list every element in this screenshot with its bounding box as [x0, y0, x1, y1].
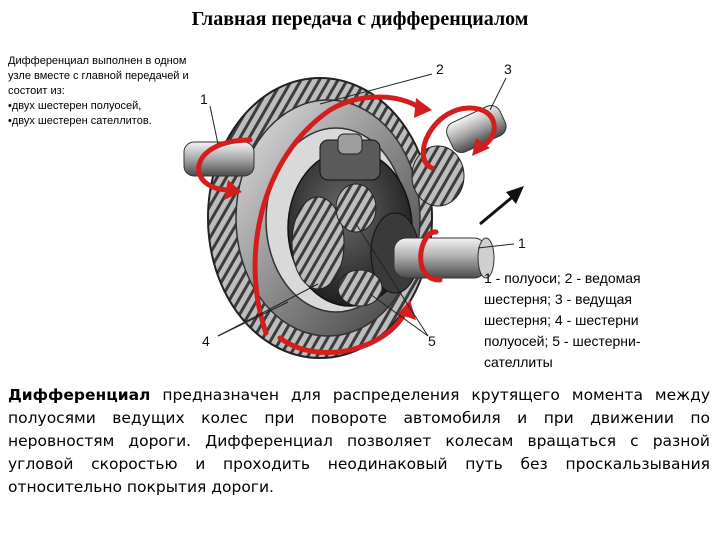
legend-line: полуосей; 5 - шестерни-: [484, 333, 641, 349]
intro-line: узле вместе с главной передачей и: [8, 70, 189, 82]
arrow-heads: [224, 98, 490, 320]
drive-pinion: [411, 105, 507, 207]
differential-diagram: 1 2 3 1 4 5: [183, 61, 526, 359]
label-1-left: 1: [200, 91, 208, 107]
label-1-right: 1: [518, 235, 526, 251]
intro-text: Дифференциал выполнен в одном узле вмест…: [8, 54, 230, 129]
legend-text: 1 - полуоси; 2 - ведомая шестерня; 3 - в…: [484, 268, 694, 373]
rotation-arrows: [196, 94, 497, 355]
satellite-gear: [335, 183, 383, 307]
legend-line: шестерня; 4 - шестерни: [484, 312, 639, 328]
legend-line: 1 - полуоси; 2 - ведомая: [484, 270, 641, 286]
label-3: 3: [504, 61, 512, 77]
intro-line: Дифференциал выполнен в одном: [8, 55, 187, 67]
direction-arrow: [479, 186, 524, 226]
side-gear-left: [291, 196, 345, 290]
half-shaft-right: [393, 237, 495, 279]
label-5: 5: [428, 333, 436, 349]
page-title: Главная передача с дифференциалом: [191, 8, 529, 30]
description-text: предназначен для распределения крутящего…: [8, 386, 710, 496]
intro-line: состоит из:: [8, 85, 65, 97]
leader-lines: [209, 73, 515, 337]
description-paragraph: Дифференциал предназначен для распределе…: [8, 384, 710, 499]
half-shaft-left: [183, 141, 255, 177]
label-2: 2: [436, 61, 444, 77]
intro-line: •двух шестерен полуосей,: [8, 100, 142, 112]
legend-line: сателлиты: [484, 354, 553, 370]
description-term: Дифференциал: [8, 386, 151, 404]
label-4: 4: [202, 333, 210, 349]
intro-line: •двух шестерен сателлитов.: [8, 115, 152, 127]
legend-line: шестерня; 3 - ведущая: [484, 291, 632, 307]
